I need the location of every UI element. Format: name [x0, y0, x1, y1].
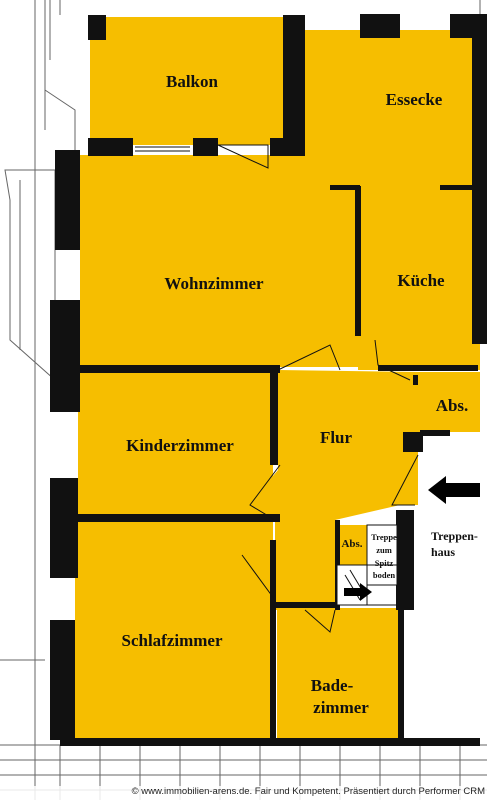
label-kueche: Küche: [397, 271, 445, 290]
wohnzimmer-room: [80, 155, 360, 367]
badezimmer-room: [277, 608, 402, 743]
schlafzimmer-room: [75, 520, 273, 742]
label-treppe-3: Spitz: [375, 558, 394, 568]
kueche-room: [358, 190, 480, 370]
label-balkon: Balkon: [166, 72, 219, 91]
label-abs-small: Abs.: [341, 538, 362, 550]
label-abs-right: Abs.: [436, 396, 469, 415]
label-badezimmer-2: zimmer: [313, 698, 369, 717]
label-kinderzimmer: Kinderzimmer: [126, 436, 234, 455]
label-wohnzimmer: Wohnzimmer: [164, 274, 264, 293]
flur-room: [248, 370, 418, 610]
balkon-room: [90, 17, 290, 145]
label-essecke: Essecke: [386, 90, 443, 109]
label-badezimmer-1: Bade-: [311, 676, 354, 695]
door-swings: [135, 144, 419, 633]
walls: [50, 14, 487, 746]
room-labels: Balkon Essecke Wohnzimmer Küche Abs. Flu…: [121, 72, 477, 717]
label-treppe-2: zum: [376, 545, 392, 555]
abs-right-room: [418, 372, 480, 432]
room-fills: [75, 17, 480, 743]
label-treppe-4: boden: [373, 570, 395, 580]
arrow-left-icon: [428, 476, 480, 504]
copyright-footer: © www.immobilien-arens.de. Fair und Komp…: [0, 786, 487, 800]
label-treppe-1: Treppe: [371, 532, 397, 542]
label-treppenhaus-1: Treppen-: [431, 529, 478, 543]
arrow-right-icon: [344, 583, 372, 601]
label-treppenhaus-2: haus: [431, 545, 455, 559]
kinderzimmer-room: [78, 373, 273, 515]
label-schlafzimmer: Schlafzimmer: [121, 631, 222, 650]
stair-abs-room: [337, 525, 367, 565]
label-flur: Flur: [320, 428, 353, 447]
